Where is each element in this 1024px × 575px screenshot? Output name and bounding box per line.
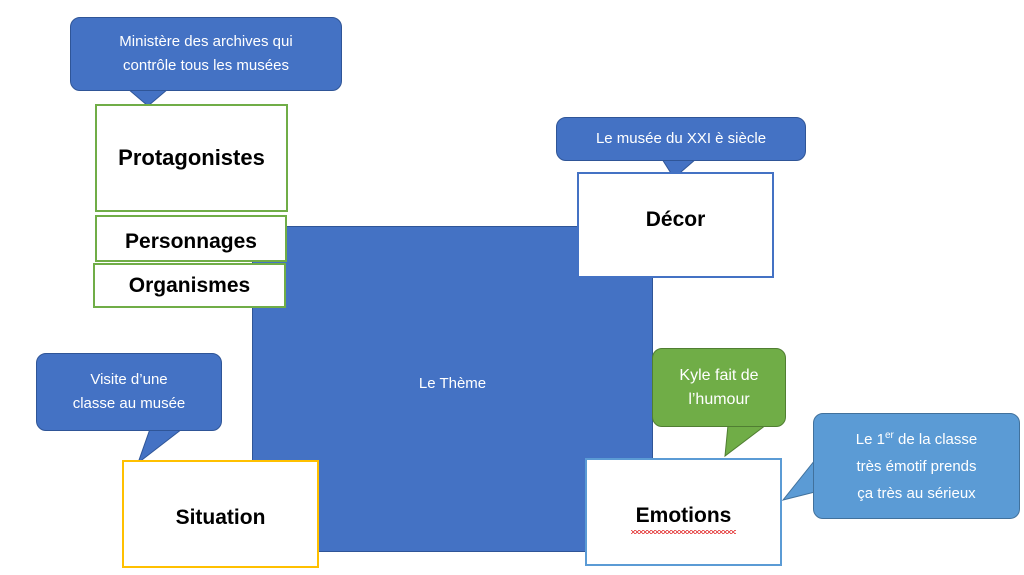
emotions-box: Emotions (585, 458, 782, 566)
emotions-callout-line3: ça très au sérieux (857, 484, 976, 502)
spellcheck-underline (631, 530, 736, 534)
organismes-label: Organismes (128, 273, 251, 297)
emotions-callout-suffix: de la classe (893, 430, 978, 448)
theme-label: Le Thème (418, 374, 487, 392)
decor-box: Décor (577, 172, 774, 278)
humour-callout: Kyle fait de l’humour (652, 348, 786, 427)
emotions-callout-superscript: er (884, 429, 894, 441)
emotions-callout-line2: très émotif prends (856, 457, 977, 475)
decor-callout: Le musée du XXI è siècle (556, 117, 806, 161)
protagonistes-callout-line2: contrôle tous les musées (123, 57, 289, 74)
situation-callout-line1: Visite d’une (90, 371, 168, 388)
emotions-callout: Le 1er de la classe très émotif prends ç… (813, 413, 1020, 519)
decor-callout-line1: Le musée du XXI è siècle (595, 130, 767, 147)
organismes-box: Organismes (93, 263, 286, 308)
protagonistes-label: Protagonistes (118, 145, 265, 170)
situation-callout: Visite d’une classe au musée (36, 353, 222, 431)
situation-box: Situation (122, 460, 319, 568)
protagonistes-callout: Ministère des archives qui contrôle tous… (70, 17, 342, 91)
tail-humour-note (724, 424, 768, 458)
situation-label: Situation (175, 506, 266, 529)
personnages-box: Personnages (95, 215, 287, 262)
tail-emotions-note (781, 458, 816, 501)
humour-callout-line1: Kyle fait de (679, 366, 759, 384)
situation-callout-line2: classe au musée (72, 395, 186, 412)
protagonistes-box: Protagonistes (95, 104, 288, 212)
emotions-label: Emotions (635, 504, 732, 527)
decor-label: Décor (645, 208, 706, 231)
protagonistes-callout-line1: Ministère des archives qui (119, 33, 293, 50)
tail-situation-note (136, 428, 184, 465)
humour-callout-line2: l’humour (688, 390, 750, 408)
personnages-label: Personnages (125, 229, 257, 253)
emotions-callout-line1: Le 1er de la classe (856, 426, 978, 453)
emotions-callout-prefix: Le 1 (855, 430, 885, 448)
